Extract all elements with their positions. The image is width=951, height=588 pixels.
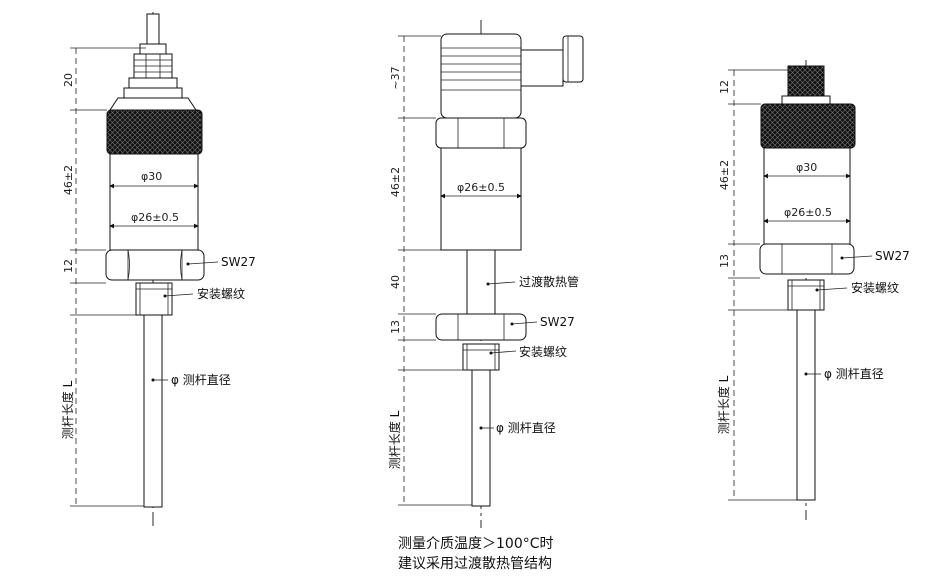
probe-rod bbox=[471, 369, 491, 507]
dim-hex: 13 bbox=[718, 254, 731, 268]
probe-rod bbox=[796, 309, 816, 501]
note-line-2: 建议采用过渡散热管结构 bbox=[398, 556, 552, 572]
knurled-nut bbox=[106, 109, 203, 155]
dim-hex: 13 bbox=[389, 320, 402, 334]
probe-diameter-label: φ 测杆直径 bbox=[496, 421, 556, 435]
hex-size-label: SW27 bbox=[875, 249, 910, 263]
m12-connector bbox=[781, 65, 831, 105]
dimension-chain bbox=[728, 69, 797, 501]
dim-probe-length: 测杆长度 L bbox=[60, 380, 75, 439]
probe-rod bbox=[143, 314, 163, 508]
cooling-tube bbox=[466, 249, 496, 315]
hex-nut bbox=[435, 313, 527, 341]
sensor-body bbox=[109, 153, 199, 251]
probe-diameter-label: φ 测杆直径 bbox=[824, 367, 884, 381]
install-thread bbox=[462, 343, 500, 371]
sensor-body bbox=[763, 147, 851, 245]
knurl-diameter-label: φ30 bbox=[796, 161, 817, 174]
dim-body: 46±2 bbox=[718, 160, 731, 190]
hex-size-label: SW27 bbox=[221, 255, 256, 269]
probe-diameter-label: φ 测杆直径 bbox=[171, 373, 231, 387]
thread-label: 安装螺纹 bbox=[197, 286, 245, 301]
dim-body: 46±2 bbox=[389, 167, 402, 197]
knurled-nut bbox=[760, 103, 856, 149]
sensor-left: φ30 φ26±0.5 20 46±2 bbox=[60, 12, 256, 528]
dimension-chain bbox=[398, 35, 472, 506]
dim-top: 20 bbox=[62, 73, 75, 87]
thread-label: 安装螺纹 bbox=[851, 280, 899, 295]
install-thread bbox=[787, 279, 825, 311]
sensor-body bbox=[440, 147, 522, 251]
dim-top: ~37 bbox=[389, 66, 402, 89]
note: 测量介质温度＞100°C时 建议采用过渡散热管结构 bbox=[398, 536, 554, 572]
dim-top: 12 bbox=[718, 80, 731, 94]
knurl-diameter-label: φ30 bbox=[141, 170, 162, 183]
body-diameter-label: φ26±0.5 bbox=[131, 211, 179, 224]
dim-cooling: 40 bbox=[389, 275, 402, 289]
thread-label: 安装螺纹 bbox=[519, 344, 567, 359]
hex-size-label: SW27 bbox=[540, 315, 575, 329]
dim-probe-length: 测杆长度 L bbox=[716, 375, 731, 434]
din-connector bbox=[440, 33, 584, 119]
dim-probe-length: 测杆长度 L bbox=[387, 410, 402, 469]
cable-gland bbox=[109, 43, 197, 111]
hex-nut bbox=[105, 249, 205, 281]
body-diameter-label: φ26±0.5 bbox=[457, 181, 505, 194]
cable bbox=[146, 13, 160, 47]
install-thread bbox=[135, 282, 173, 316]
dim-body: 46±2 bbox=[62, 165, 75, 195]
hex-nut bbox=[759, 243, 855, 275]
cooling-tube-label: 过渡散热管 bbox=[519, 274, 579, 289]
dimension-chain bbox=[70, 47, 146, 507]
body-diameter-label: φ26±0.5 bbox=[784, 206, 832, 219]
connector-nut bbox=[435, 117, 527, 149]
sensor-middle: φ26±0.5 ~37 46±2 40 bbox=[387, 20, 584, 528]
note-line-1: 测量介质温度＞100°C时 bbox=[398, 536, 554, 552]
dim-hex: 12 bbox=[62, 259, 75, 273]
sensor-right: φ30 φ26±0.5 12 46±2 13 测杆长 bbox=[716, 60, 910, 520]
